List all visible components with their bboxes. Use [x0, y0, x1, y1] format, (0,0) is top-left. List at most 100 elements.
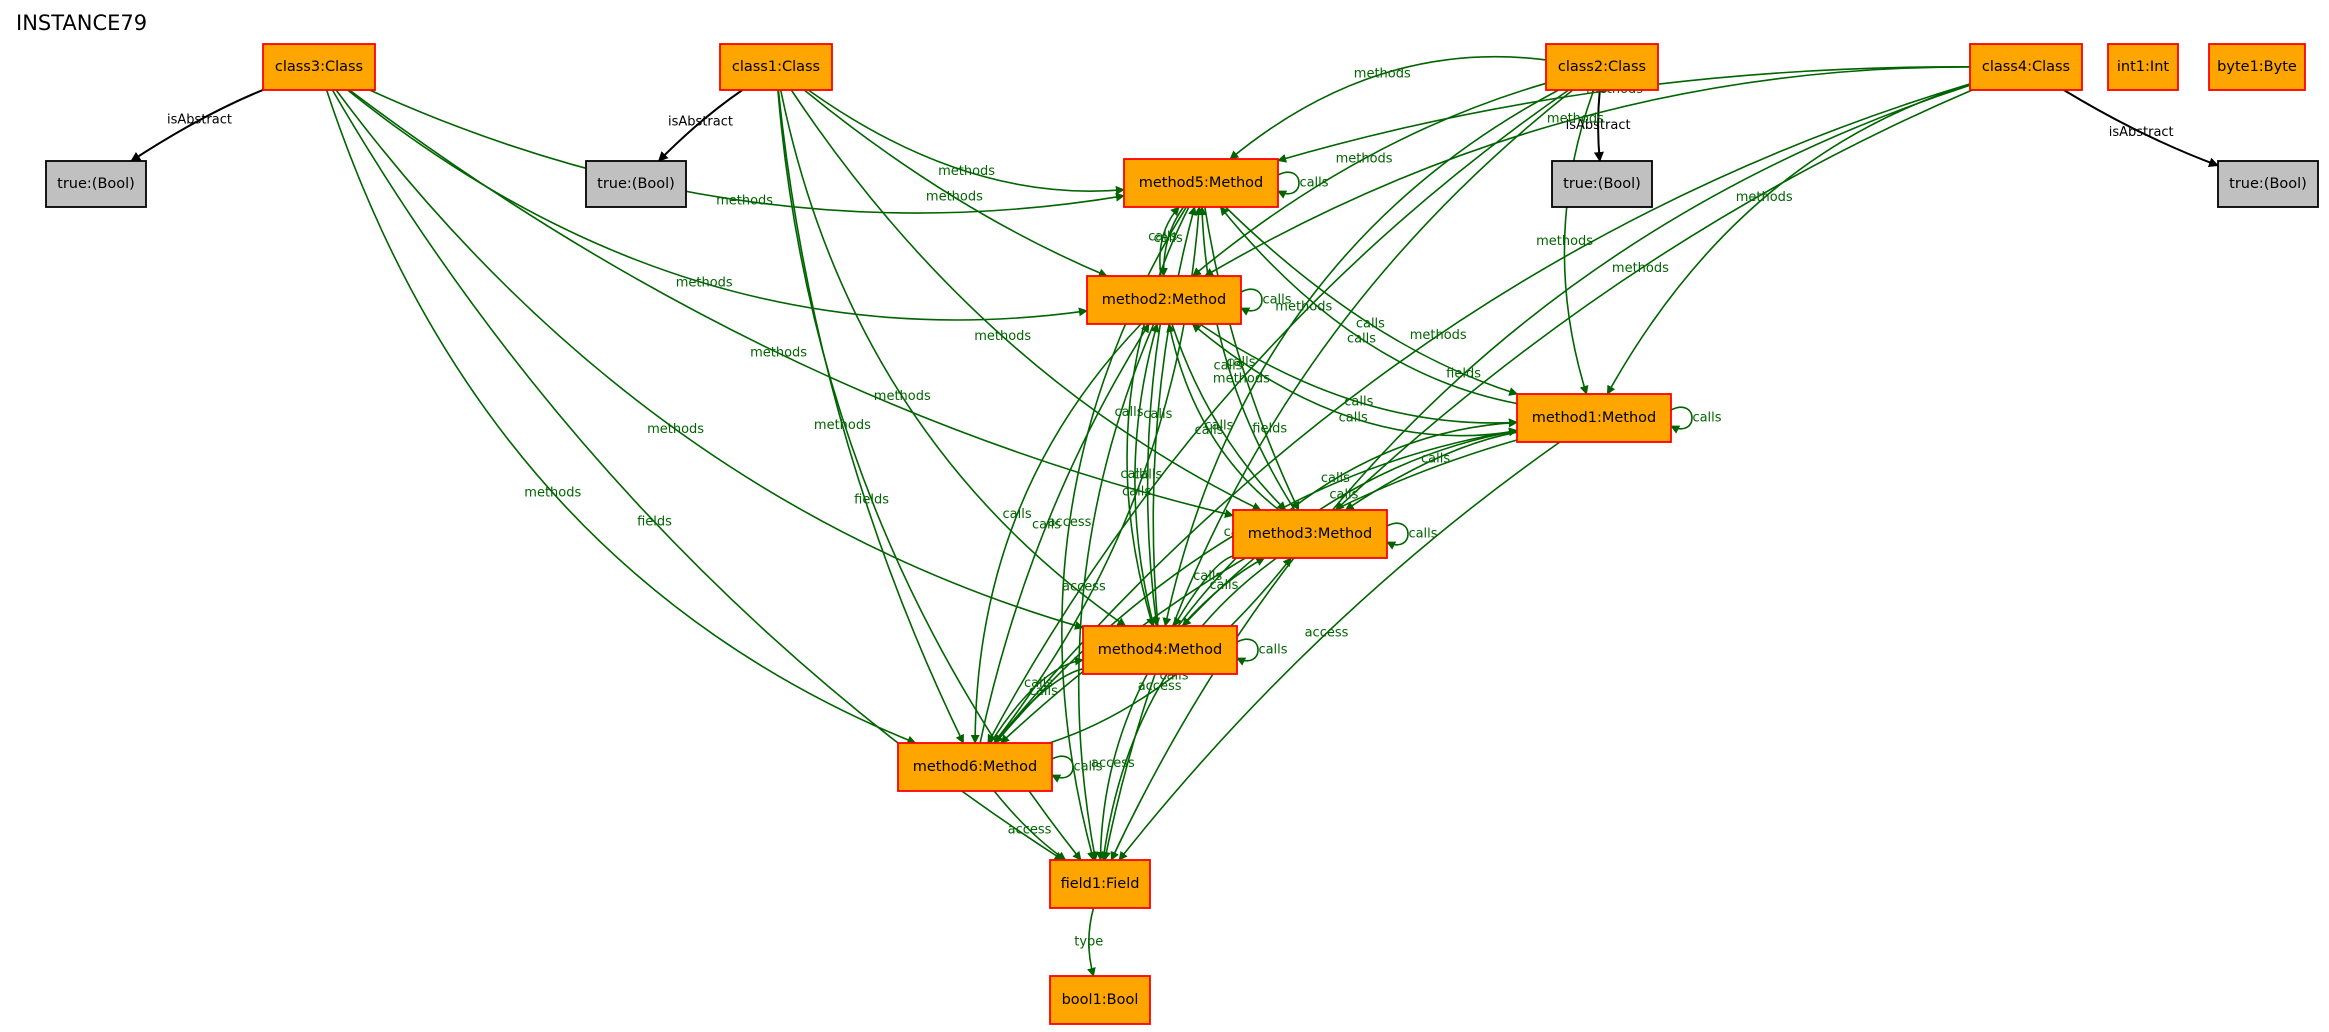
edge-label-calls: calls: [1262, 293, 1291, 308]
edge-label-calls: calls: [1329, 487, 1358, 502]
node-box-method5[interactable]: [1123, 158, 1279, 208]
edge-class2-true2-isAbstract: [1593, 89, 1604, 162]
edge-class2-method6-methods: [987, 89, 1570, 744]
node-method5[interactable]: method5:Method: [1123, 158, 1279, 208]
edge-label-calls: calls: [1209, 578, 1238, 593]
node-label-true4: true:(Bool): [2229, 176, 2307, 192]
edge-label-isAbstract: isAbstract: [1566, 118, 1631, 133]
node-byte1[interactable]: byte1:Byte: [2208, 43, 2306, 91]
edge-label-access: access: [1305, 626, 1349, 641]
edge-method1-method1-calls: [1670, 406, 1693, 434]
edge-label-methods: methods: [716, 194, 773, 209]
node-box-true1[interactable]: [585, 160, 687, 208]
edge-label-calls: calls: [1204, 418, 1233, 433]
node-bool1[interactable]: bool1:Bool: [1049, 975, 1151, 1025]
node-int1[interactable]: int1:Int: [2107, 43, 2179, 91]
node-box-method2[interactable]: [1086, 275, 1242, 325]
node-box-true4[interactable]: [2217, 160, 2319, 208]
edge-label-access: access: [1062, 580, 1106, 595]
edge-method5-method4-calls: [1126, 206, 1190, 627]
node-box-method1[interactable]: [1516, 393, 1672, 443]
edge-class2-method1-methods: [1563, 89, 1595, 395]
node-method3[interactable]: method3:Method: [1232, 509, 1388, 559]
node-label-method5: method5:Method: [1139, 175, 1264, 191]
edge-method6-method4-calls: [989, 656, 1084, 744]
node-true3[interactable]: true:(Bool): [45, 160, 147, 208]
node-box-int1[interactable]: [2107, 43, 2179, 91]
edge-method4-method2-calls: [1134, 323, 1160, 627]
edge-method3-field1-access: [1099, 557, 1278, 861]
node-method4[interactable]: method4:Method: [1082, 625, 1238, 675]
node-box-method4[interactable]: [1082, 625, 1238, 675]
edge-method3-method5-calls: [1197, 206, 1296, 511]
node-true2[interactable]: true:(Bool): [1551, 160, 1653, 208]
node-box-bool1[interactable]: [1049, 975, 1151, 1025]
node-label-class2: class2:Class: [1558, 59, 1646, 75]
edge-class2-method2-methods: [1192, 82, 1547, 277]
edge-method4-field1-access: [1096, 673, 1149, 861]
edge-method2-field1-access: [1077, 323, 1155, 861]
edge-label-methods: methods: [1275, 300, 1332, 315]
node-class4[interactable]: class4:Class: [1969, 43, 2083, 91]
edge-class2-field1-fields: [1101, 89, 1574, 861]
edge-label-methods: methods: [750, 346, 807, 361]
node-box-class2[interactable]: [1545, 43, 1659, 91]
edge-label-calls: calls: [1024, 676, 1053, 691]
node-label-method4: method4:Method: [1098, 642, 1223, 658]
node-box-field1[interactable]: [1049, 859, 1151, 909]
edge-label-methods: methods: [814, 418, 871, 433]
edge-method2-method4-calls: [1146, 323, 1162, 627]
node-method2[interactable]: method2:Method: [1086, 275, 1242, 325]
edge-label-calls: calls: [1194, 423, 1223, 438]
edge-label-calls: calls: [1226, 355, 1255, 370]
edge-label-calls: calls: [1408, 527, 1437, 542]
node-label-true2: true:(Bool): [1563, 176, 1641, 192]
node-box-method3[interactable]: [1232, 509, 1388, 559]
node-field1[interactable]: field1:Field: [1049, 859, 1151, 909]
node-class1[interactable]: class1:Class: [719, 43, 833, 91]
node-label-int1: int1:Int: [2117, 59, 2169, 75]
node-label-field1: field1:Field: [1061, 876, 1140, 892]
edge-label-methods: methods: [874, 389, 931, 404]
edge-label-methods: methods: [1410, 328, 1467, 343]
node-box-class4[interactable]: [1969, 43, 2083, 91]
edge-label-methods: methods: [676, 276, 733, 291]
edge-method5-method3-calls: [1204, 206, 1300, 511]
edge-label-calls: calls: [1258, 643, 1287, 658]
node-true4[interactable]: true:(Bool): [2217, 160, 2319, 208]
edge-class3-method4-methods: [335, 89, 1084, 630]
edge-method3-method4-calls: [1173, 555, 1234, 627]
edge-label-methods: methods: [1736, 190, 1793, 205]
edge-label-calls: calls: [1193, 569, 1222, 584]
edge-class4-method3-methods: [1335, 89, 1973, 511]
edge-label-calls: calls: [1073, 760, 1102, 775]
edge-label-methods: methods: [926, 190, 983, 205]
edge-field1-bool1-type: [1087, 907, 1096, 977]
node-method6[interactable]: method6:Method: [897, 742, 1053, 792]
edge-label-isAbstract: isAbstract: [167, 113, 232, 128]
edge-label-calls: calls: [1356, 317, 1385, 332]
edge-label-methods: methods: [524, 485, 581, 500]
edge-method6-field1-access: [993, 790, 1067, 861]
edge-method4-method3-calls: [1181, 557, 1266, 627]
edge-label-calls: calls: [1339, 411, 1368, 426]
node-box-byte1[interactable]: [2208, 43, 2306, 91]
node-class3[interactable]: class3:Class: [262, 43, 376, 91]
node-label-method1: method1:Method: [1532, 410, 1657, 426]
edge-method2-method1-calls: [1199, 323, 1518, 428]
edge-label-calls: calls: [1003, 507, 1032, 522]
node-box-class3[interactable]: [262, 43, 376, 91]
edge-method1-method5-calls: [1219, 206, 1518, 405]
node-method1[interactable]: method1:Method: [1516, 393, 1672, 443]
node-box-method6[interactable]: [897, 742, 1053, 792]
node-box-true2[interactable]: [1551, 160, 1653, 208]
edge-class1-method2-methods: [803, 89, 1108, 278]
edge-class2-method4-methods: [1162, 89, 1559, 627]
edge-label-methods: methods: [647, 422, 704, 437]
node-box-class1[interactable]: [719, 43, 833, 91]
edge-label-calls: calls: [1143, 407, 1172, 422]
node-class2[interactable]: class2:Class: [1545, 43, 1659, 91]
edge-label-fields: fields: [854, 492, 889, 507]
node-true1[interactable]: true:(Bool): [585, 160, 687, 208]
node-box-true3[interactable]: [45, 160, 147, 208]
